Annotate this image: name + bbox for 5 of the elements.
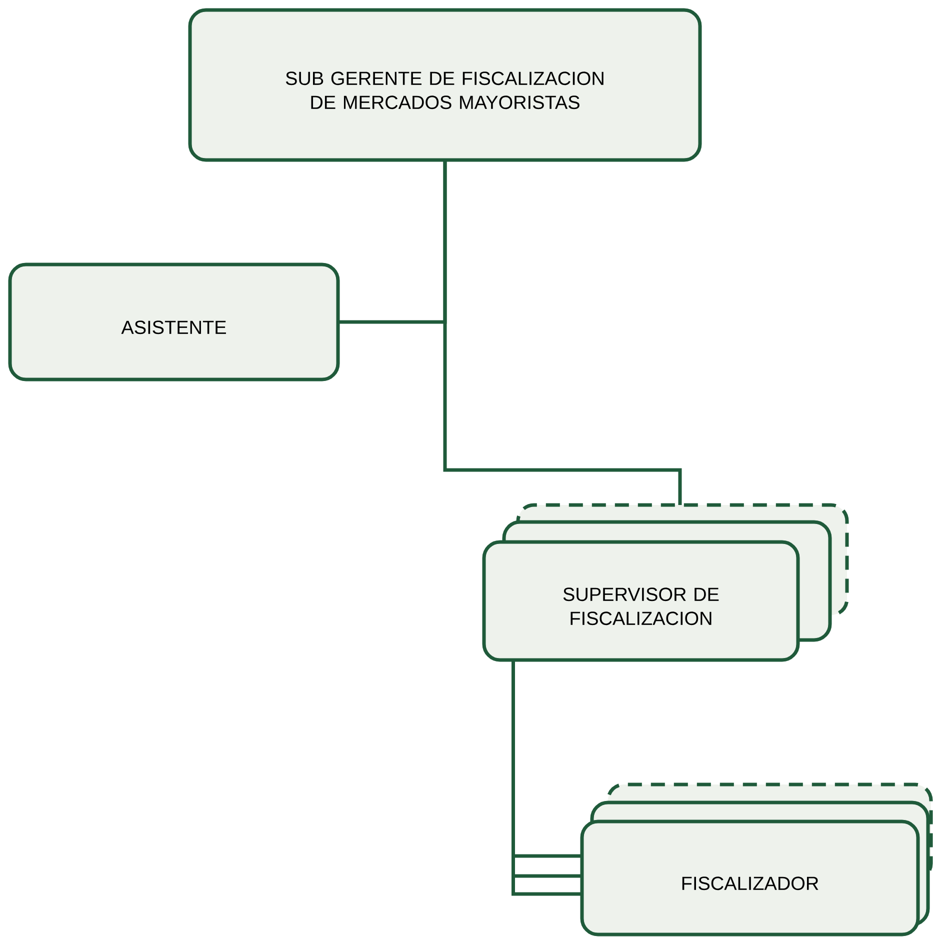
stacked-position-box: SUPERVISOR DE FISCALIZACION [482, 503, 849, 662]
position-box: SUB GERENTE DE FISCALIZACION DE MERCADOS MAYORISTAS [188, 8, 702, 162]
stacked-position-box: FISCALIZADOR [580, 782, 933, 936]
position-box: ASISTENTE [8, 262, 340, 382]
connector-line [443, 160, 682, 505]
